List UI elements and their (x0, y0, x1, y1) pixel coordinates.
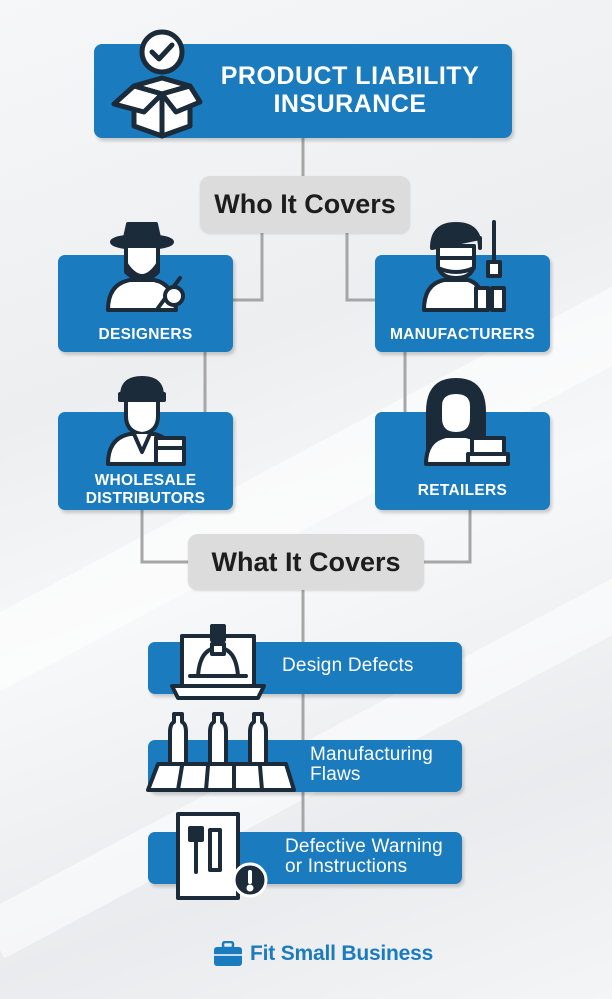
designer-icon (106, 222, 185, 312)
warning-label-line-2: or Instructions (285, 856, 408, 877)
defective-warning-label: Defective Warning or Instructions (285, 837, 443, 877)
wholesale-label-line-2: DISTRIBUTORS (85, 490, 206, 507)
manufacturing-flaws-label: Manufacturing Flaws (310, 745, 433, 785)
title-line-1: PRODUCT LIABILITY (220, 62, 480, 90)
design-defects-label: Design Defects (282, 655, 414, 676)
retailers-label: RETAILERS (417, 482, 508, 499)
who-it-covers-heading: Who It Covers (200, 176, 410, 233)
manufacturing-label-line-1: Manufacturing (310, 744, 434, 765)
wholesale-label-line-1: WHOLESALE (94, 472, 197, 489)
title-line-2: INSURANCE (273, 90, 427, 118)
brand-name: Fit Small Business (250, 942, 434, 965)
brand-logo: Fit Small Business (213, 939, 433, 969)
retailer-icon (424, 378, 510, 466)
what-it-covers-heading: What It Covers (188, 534, 424, 590)
warning-label-line-1: Defective Warning (285, 836, 443, 857)
laptop-design-icon (170, 624, 266, 700)
manual-warning-icon (176, 812, 268, 900)
distributor-icon (106, 376, 186, 466)
page-title: PRODUCT LIABILITY INSURANCE (200, 62, 500, 118)
wholesale-distributors-label: WHOLESALE DISTRIBUTORS (58, 472, 233, 508)
briefcase-icon (214, 941, 242, 966)
manufacturing-label-line-2: Flaws (310, 764, 361, 785)
box-check-icon (111, 29, 203, 139)
designers-label: DESIGNERS (98, 326, 193, 343)
conveyor-bottles-icon (146, 712, 296, 792)
manufacturers-label: MANUFACTURERS (389, 326, 536, 343)
manufacturer-icon (422, 220, 506, 312)
